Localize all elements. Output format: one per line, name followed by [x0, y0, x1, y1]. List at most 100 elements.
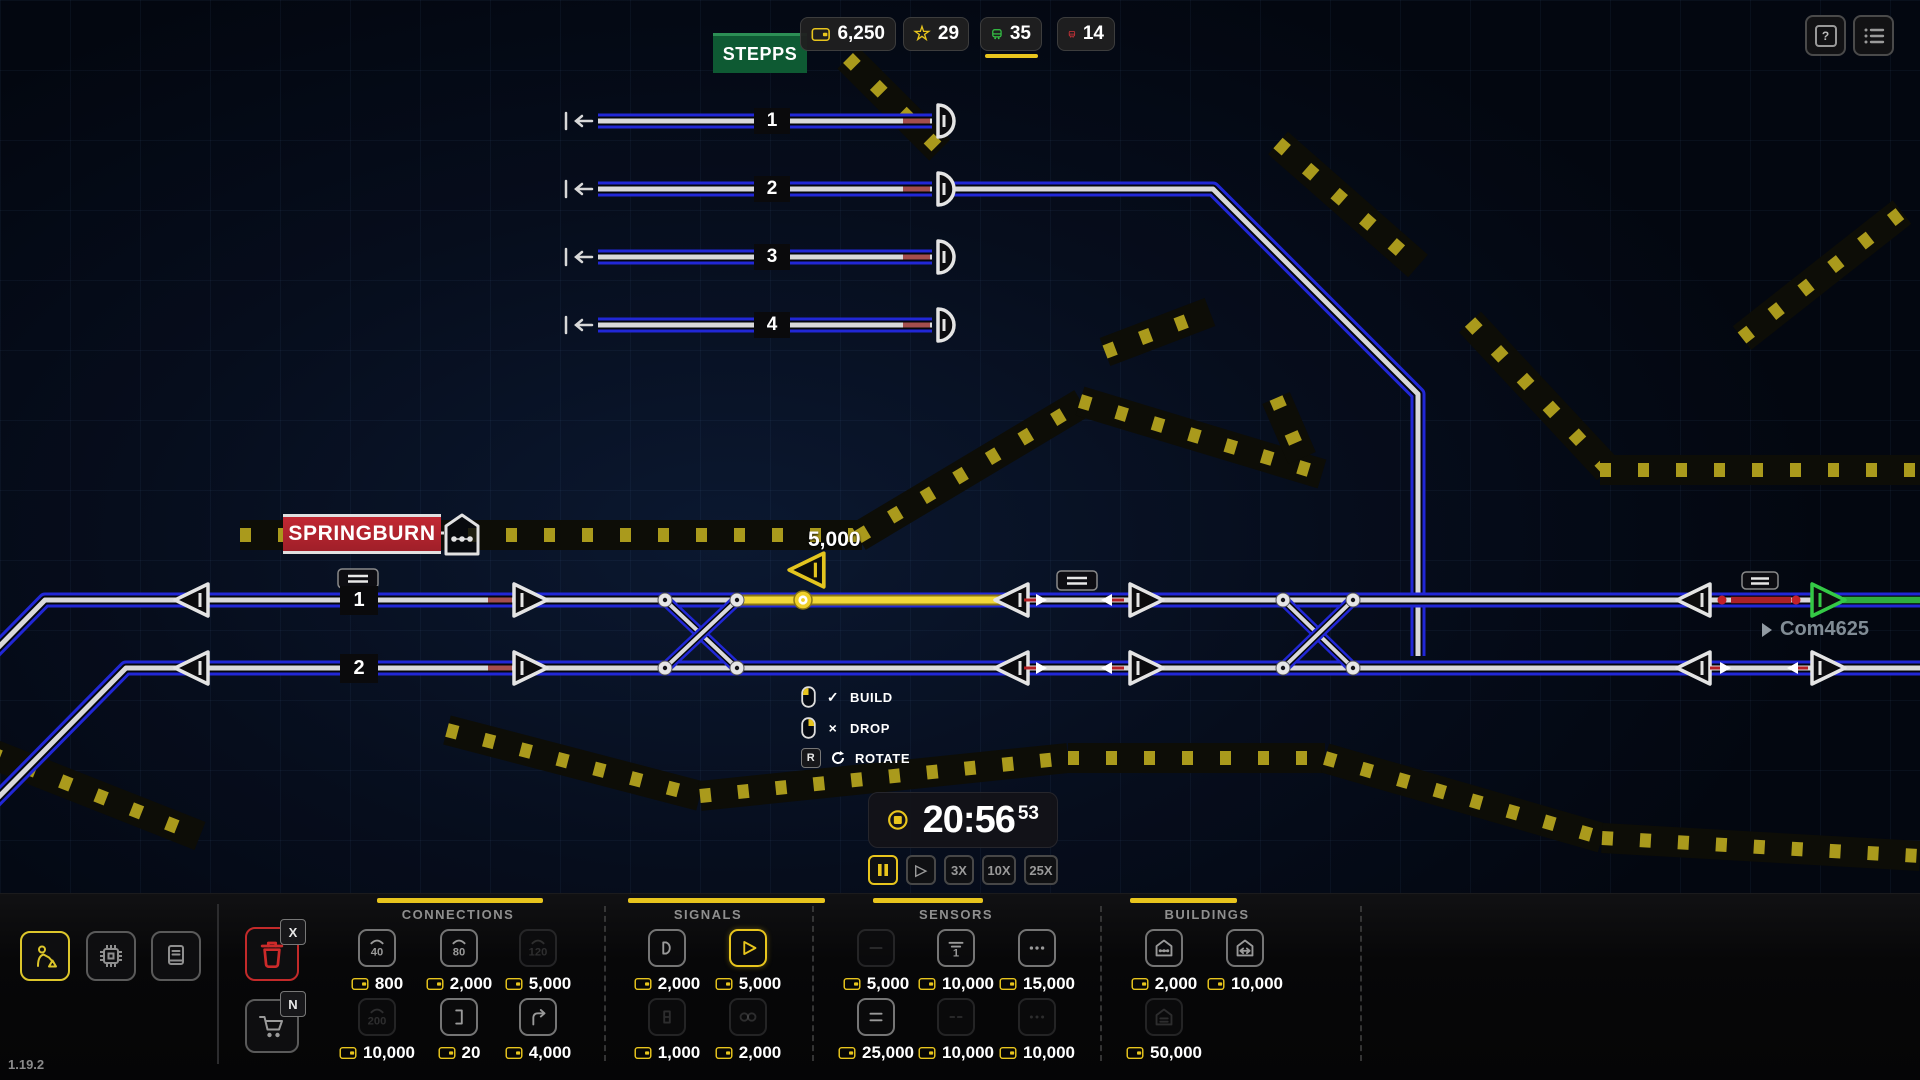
wallet-icon: [715, 1046, 733, 1060]
signal-manual-icon: [662, 941, 671, 955]
chip-icon: [100, 945, 122, 967]
shop-item-station-small[interactable]: 2,000: [1119, 929, 1209, 994]
pause-button[interactable]: [868, 855, 898, 885]
sensor-badges[interactable]: [337, 568, 1779, 591]
shop-item-track-speed-200[interactable]: 200 10,000: [332, 998, 422, 1063]
speed-25x-button[interactable]: 25X: [1024, 855, 1058, 885]
key-r: R: [801, 748, 821, 768]
shop-item-station-platform[interactable]: 10,000: [1200, 929, 1290, 994]
platform-tracks[interactable]: [598, 113, 1426, 656]
sensor-icon: [1741, 571, 1779, 590]
platform-label: 3: [754, 244, 790, 270]
svg-text:80: 80: [453, 946, 465, 958]
sensor-speed-icon: 1: [948, 941, 964, 959]
section-divider: [604, 906, 606, 1061]
station-large-icon: [1155, 1008, 1173, 1026]
automation-mode-button[interactable]: [86, 931, 136, 981]
right-mouse-icon: [801, 717, 816, 739]
cart-icon: [259, 1015, 283, 1037]
construction-icon: [37, 945, 57, 968]
platform-label: 1: [754, 108, 790, 134]
wallet-icon: [426, 977, 444, 991]
shop-item-signal-manual[interactable]: 2,000: [622, 929, 712, 994]
shop-hotkey: N: [280, 991, 306, 1017]
shop-item-track-speed-40[interactable]: 40 800: [332, 929, 422, 994]
help-icon: ?: [1814, 24, 1837, 47]
direction-arrows: [1024, 594, 1808, 674]
tooltip-rotate-row: R ROTATE: [801, 748, 910, 768]
shop-item-track-speed-120[interactable]: 120 5,000: [493, 929, 583, 994]
train-label[interactable]: Com4625: [1762, 618, 1869, 641]
shop-item-sensor-speed[interactable]: 1 10,000: [911, 929, 1001, 994]
switch-nodes[interactable]: [657, 590, 1361, 676]
cross-icon: ×: [828, 720, 838, 736]
buffer-stop-icon: [455, 1009, 463, 1025]
train-green-icon: [992, 28, 1002, 39]
sensor-advanced-2-icon: [1029, 1015, 1045, 1019]
wallet-icon: [351, 977, 369, 991]
signals-progress-bar: [628, 898, 825, 903]
connections-progress-bar: [377, 898, 543, 903]
sensor-advanced-1-icon: [949, 1016, 963, 1018]
buildings-progress-bar: [1130, 898, 1237, 903]
schedules-mode-button[interactable]: [151, 931, 201, 981]
shop-item-buffer-stop[interactable]: 20: [414, 998, 504, 1063]
trash-icon: [260, 941, 284, 969]
list-icon: [1864, 28, 1884, 43]
trains-late-badge: 14: [1057, 17, 1115, 51]
crossover-left[interactable]: [661, 596, 741, 672]
menu-button[interactable]: [1853, 15, 1894, 56]
play-button[interactable]: ▷: [906, 855, 936, 885]
tooltip-drop-row: × DROP: [801, 717, 910, 739]
shop-item-signal-chain[interactable]: 2,000: [703, 998, 793, 1063]
wallet-icon: [918, 1046, 936, 1060]
signal-green: [1810, 582, 1847, 618]
bulldoze-button[interactable]: [245, 927, 299, 981]
route-cost: 5,000: [808, 528, 861, 551]
star-icon: ☆: [912, 23, 931, 45]
shop-item-track-speed-80[interactable]: 80 2,000: [414, 929, 504, 994]
rotate-icon: [832, 751, 845, 764]
shop-button[interactable]: [245, 999, 299, 1053]
shop-item-sensor-wait[interactable]: 15,000: [992, 929, 1082, 994]
track-speed-120-icon: 120: [529, 939, 548, 958]
station-sign-springburn[interactable]: SPRINGBURN: [283, 514, 441, 554]
wallet-icon: [999, 1046, 1017, 1060]
platform-label: 2: [754, 176, 790, 202]
badge-underline: [985, 54, 1038, 58]
svg-text:120: 120: [529, 946, 548, 958]
track-label: 2: [340, 654, 378, 683]
main-tracks[interactable]: [0, 592, 1920, 818]
build-mode-button[interactable]: [20, 931, 70, 981]
shop-item-signal-shunt[interactable]: 1,000: [622, 998, 712, 1063]
shop-item-sensor-advanced-2[interactable]: 10,000: [992, 998, 1082, 1063]
help-button[interactable]: ?: [1805, 15, 1846, 56]
shop-item-sensor-basic[interactable]: 5,000: [831, 929, 921, 994]
station-building-icon[interactable]: [438, 513, 480, 556]
selected-node[interactable]: [793, 590, 813, 610]
station-sign-stepps[interactable]: STEPPS: [713, 33, 807, 73]
train-red-icon: [1068, 30, 1076, 38]
shop-item-station-large[interactable]: 50,000: [1119, 998, 1209, 1063]
curve-track-icon: [532, 1009, 546, 1026]
shop-item-signal-auto[interactable]: 5,000: [703, 929, 793, 994]
score-badge: ☆ 29: [903, 17, 969, 51]
wallet-icon: [843, 977, 861, 991]
signal-shunt-icon: [663, 1010, 671, 1024]
build-tooltip: ✓ BUILD × DROP R ROTATE: [801, 686, 910, 768]
speed-3x-button[interactable]: 3X: [944, 855, 974, 885]
wallet-icon: [999, 977, 1017, 991]
track-label: 1: [340, 586, 378, 615]
bulldoze-hotkey: X: [280, 919, 306, 945]
section-title-sensors: SENSORS: [918, 907, 994, 922]
shop-item-curve-track[interactable]: 4,000: [493, 998, 583, 1063]
crossover-right[interactable]: [1279, 596, 1357, 672]
platform-entry-markers: [564, 111, 594, 335]
shop-item-sensor-advanced-1[interactable]: 10,000: [911, 998, 1001, 1063]
platform-bumpers[interactable]: [936, 103, 956, 343]
left-mouse-icon: [801, 686, 816, 708]
speed-10x-button[interactable]: 10X: [982, 855, 1016, 885]
shop-item-sensor-equals[interactable]: 25,000: [831, 998, 921, 1063]
clock-seconds: 53: [1017, 803, 1039, 824]
